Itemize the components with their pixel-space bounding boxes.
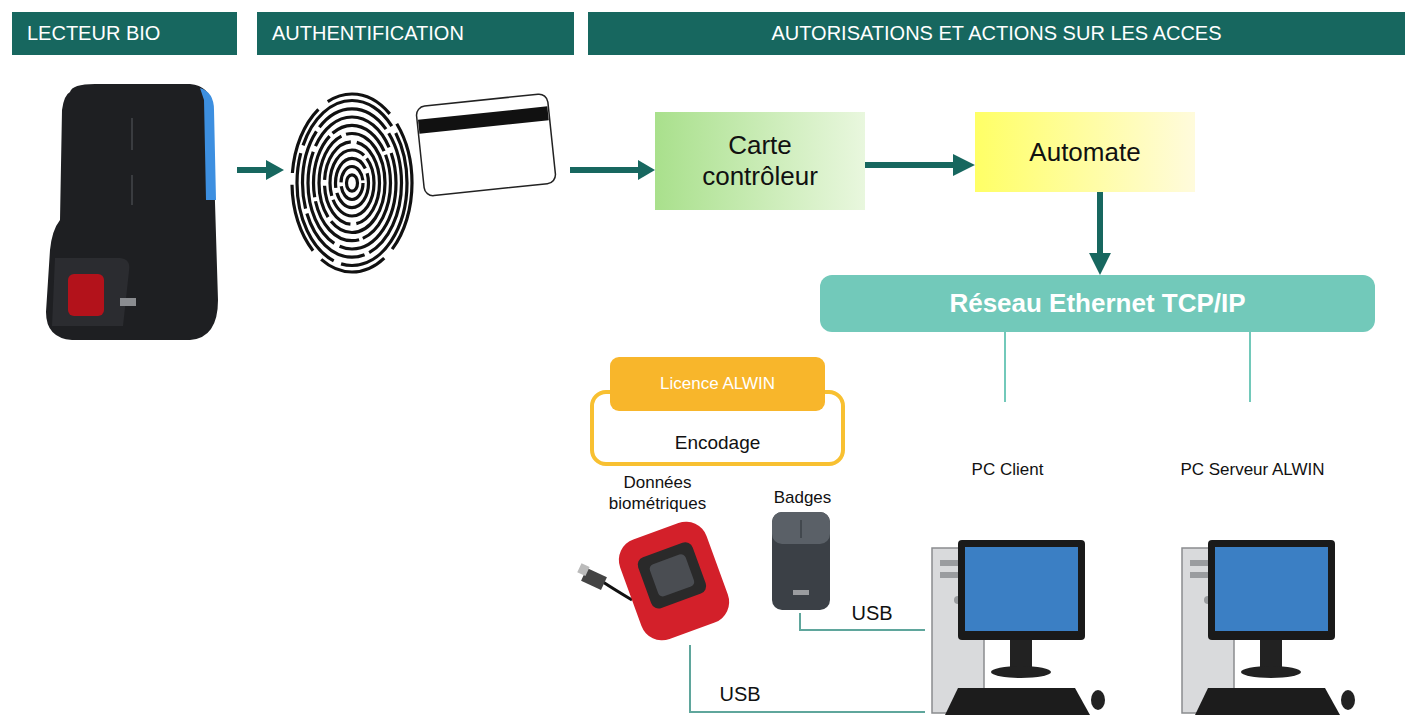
fingerprint-scanner — [613, 515, 736, 646]
flow-arrow — [237, 167, 268, 173]
biometric-reader — [46, 84, 218, 340]
fingerprint-icon — [341, 167, 363, 200]
fingerprint-icon — [336, 158, 369, 207]
flow-arrow — [266, 160, 284, 180]
process-box: Carte contrôleur — [655, 112, 865, 210]
network-bar: Réseau Ethernet TCP/IP — [820, 275, 1375, 332]
box-label: Licence ALWIN — [610, 357, 825, 411]
fingerprint-scanner — [577, 563, 589, 576]
computer-icon — [991, 666, 1051, 678]
badge-reader — [772, 512, 830, 544]
header-band: AUTHENTIFICATION — [257, 12, 574, 55]
computer-node: PC Serveur ALWIN — [1170, 402, 1335, 720]
badge-reader — [800, 520, 802, 538]
band-label: LECTEUR BIO — [27, 22, 160, 45]
biometric-reader — [68, 274, 104, 316]
biometric-reader — [131, 175, 133, 205]
box-label: Carte contrôleur — [680, 130, 840, 192]
biometric-reader — [120, 298, 136, 306]
fingerprint-icon — [330, 150, 374, 216]
fingerprint-scanner — [635, 540, 708, 611]
device-node: Données biométriques — [595, 470, 720, 645]
computer-icon — [1208, 540, 1335, 640]
computer-label: PC Serveur ALWIN — [1170, 460, 1335, 480]
flow-arrow — [1097, 192, 1103, 267]
badge-reader — [772, 512, 830, 610]
biometric-reader — [200, 88, 216, 200]
computer-icon — [1341, 690, 1355, 710]
computer-icon — [958, 540, 1085, 640]
biometric-reader — [46, 84, 218, 340]
badge-card — [416, 93, 557, 196]
computer-node: PC Client — [925, 402, 1090, 720]
flow-arrow — [237, 160, 284, 180]
band-label: AUTHENTIFICATION — [272, 22, 464, 45]
device-label: Données biométriques — [595, 470, 720, 514]
fingerprint-icon — [347, 175, 358, 191]
computer-icon — [1195, 688, 1340, 715]
box-label: Automate — [1029, 137, 1140, 168]
computer-icon — [1182, 540, 1355, 715]
badge-reader — [772, 512, 830, 610]
fingerprint-icon — [303, 109, 402, 257]
computer-icon — [1241, 666, 1301, 678]
computer-label: PC Client — [925, 460, 1090, 480]
flow-arrow — [638, 160, 655, 180]
device-node: Badges — [765, 485, 840, 613]
fingerprint-scanner — [577, 515, 735, 646]
computer-icon — [1215, 547, 1328, 631]
fingerprint-icon — [292, 94, 412, 272]
header-band: LECTEUR BIO — [12, 12, 237, 55]
computer-icon — [932, 540, 1105, 715]
device-label: Badges — [765, 485, 840, 508]
connector-label: USB — [716, 683, 763, 706]
badge-card — [416, 93, 557, 196]
connector-line — [690, 645, 925, 712]
flow-arrow — [570, 160, 655, 180]
badge-reader — [793, 590, 809, 595]
flow-arrow — [865, 162, 967, 168]
fingerprint-icon — [314, 125, 391, 240]
computer-icon — [1010, 640, 1032, 670]
biometric-reader — [131, 118, 133, 150]
fingerprint-icon — [308, 117, 396, 249]
fingerprint-icon — [319, 134, 385, 233]
box-label: Encodage — [594, 432, 841, 454]
box-label: Réseau Ethernet TCP/IP — [949, 288, 1245, 319]
license-box: Licence ALWINEncodage — [590, 390, 845, 466]
fingerprint-scanner — [648, 553, 695, 598]
connector-line — [1004, 332, 1006, 402]
biometric-reader — [52, 258, 129, 326]
fingerprint-icon — [297, 101, 407, 266]
process-box: Automate — [975, 112, 1195, 192]
computer-icon — [1091, 690, 1105, 710]
computer-icon — [965, 547, 1078, 631]
band-label: AUTORISATIONS ET ACTIONS SUR LES ACCES — [771, 22, 1221, 45]
badge-card — [418, 106, 549, 134]
fingerprint-icon — [325, 142, 380, 224]
header-band: AUTORISATIONS ET ACTIONS SUR LES ACCES — [588, 12, 1405, 55]
flow-arrow — [570, 167, 640, 173]
computer-icon — [1260, 640, 1282, 670]
connector-line — [1249, 332, 1251, 402]
computer-icon — [945, 688, 1090, 715]
connector-label: USB — [848, 602, 895, 625]
fingerprint-icon — [292, 94, 412, 272]
